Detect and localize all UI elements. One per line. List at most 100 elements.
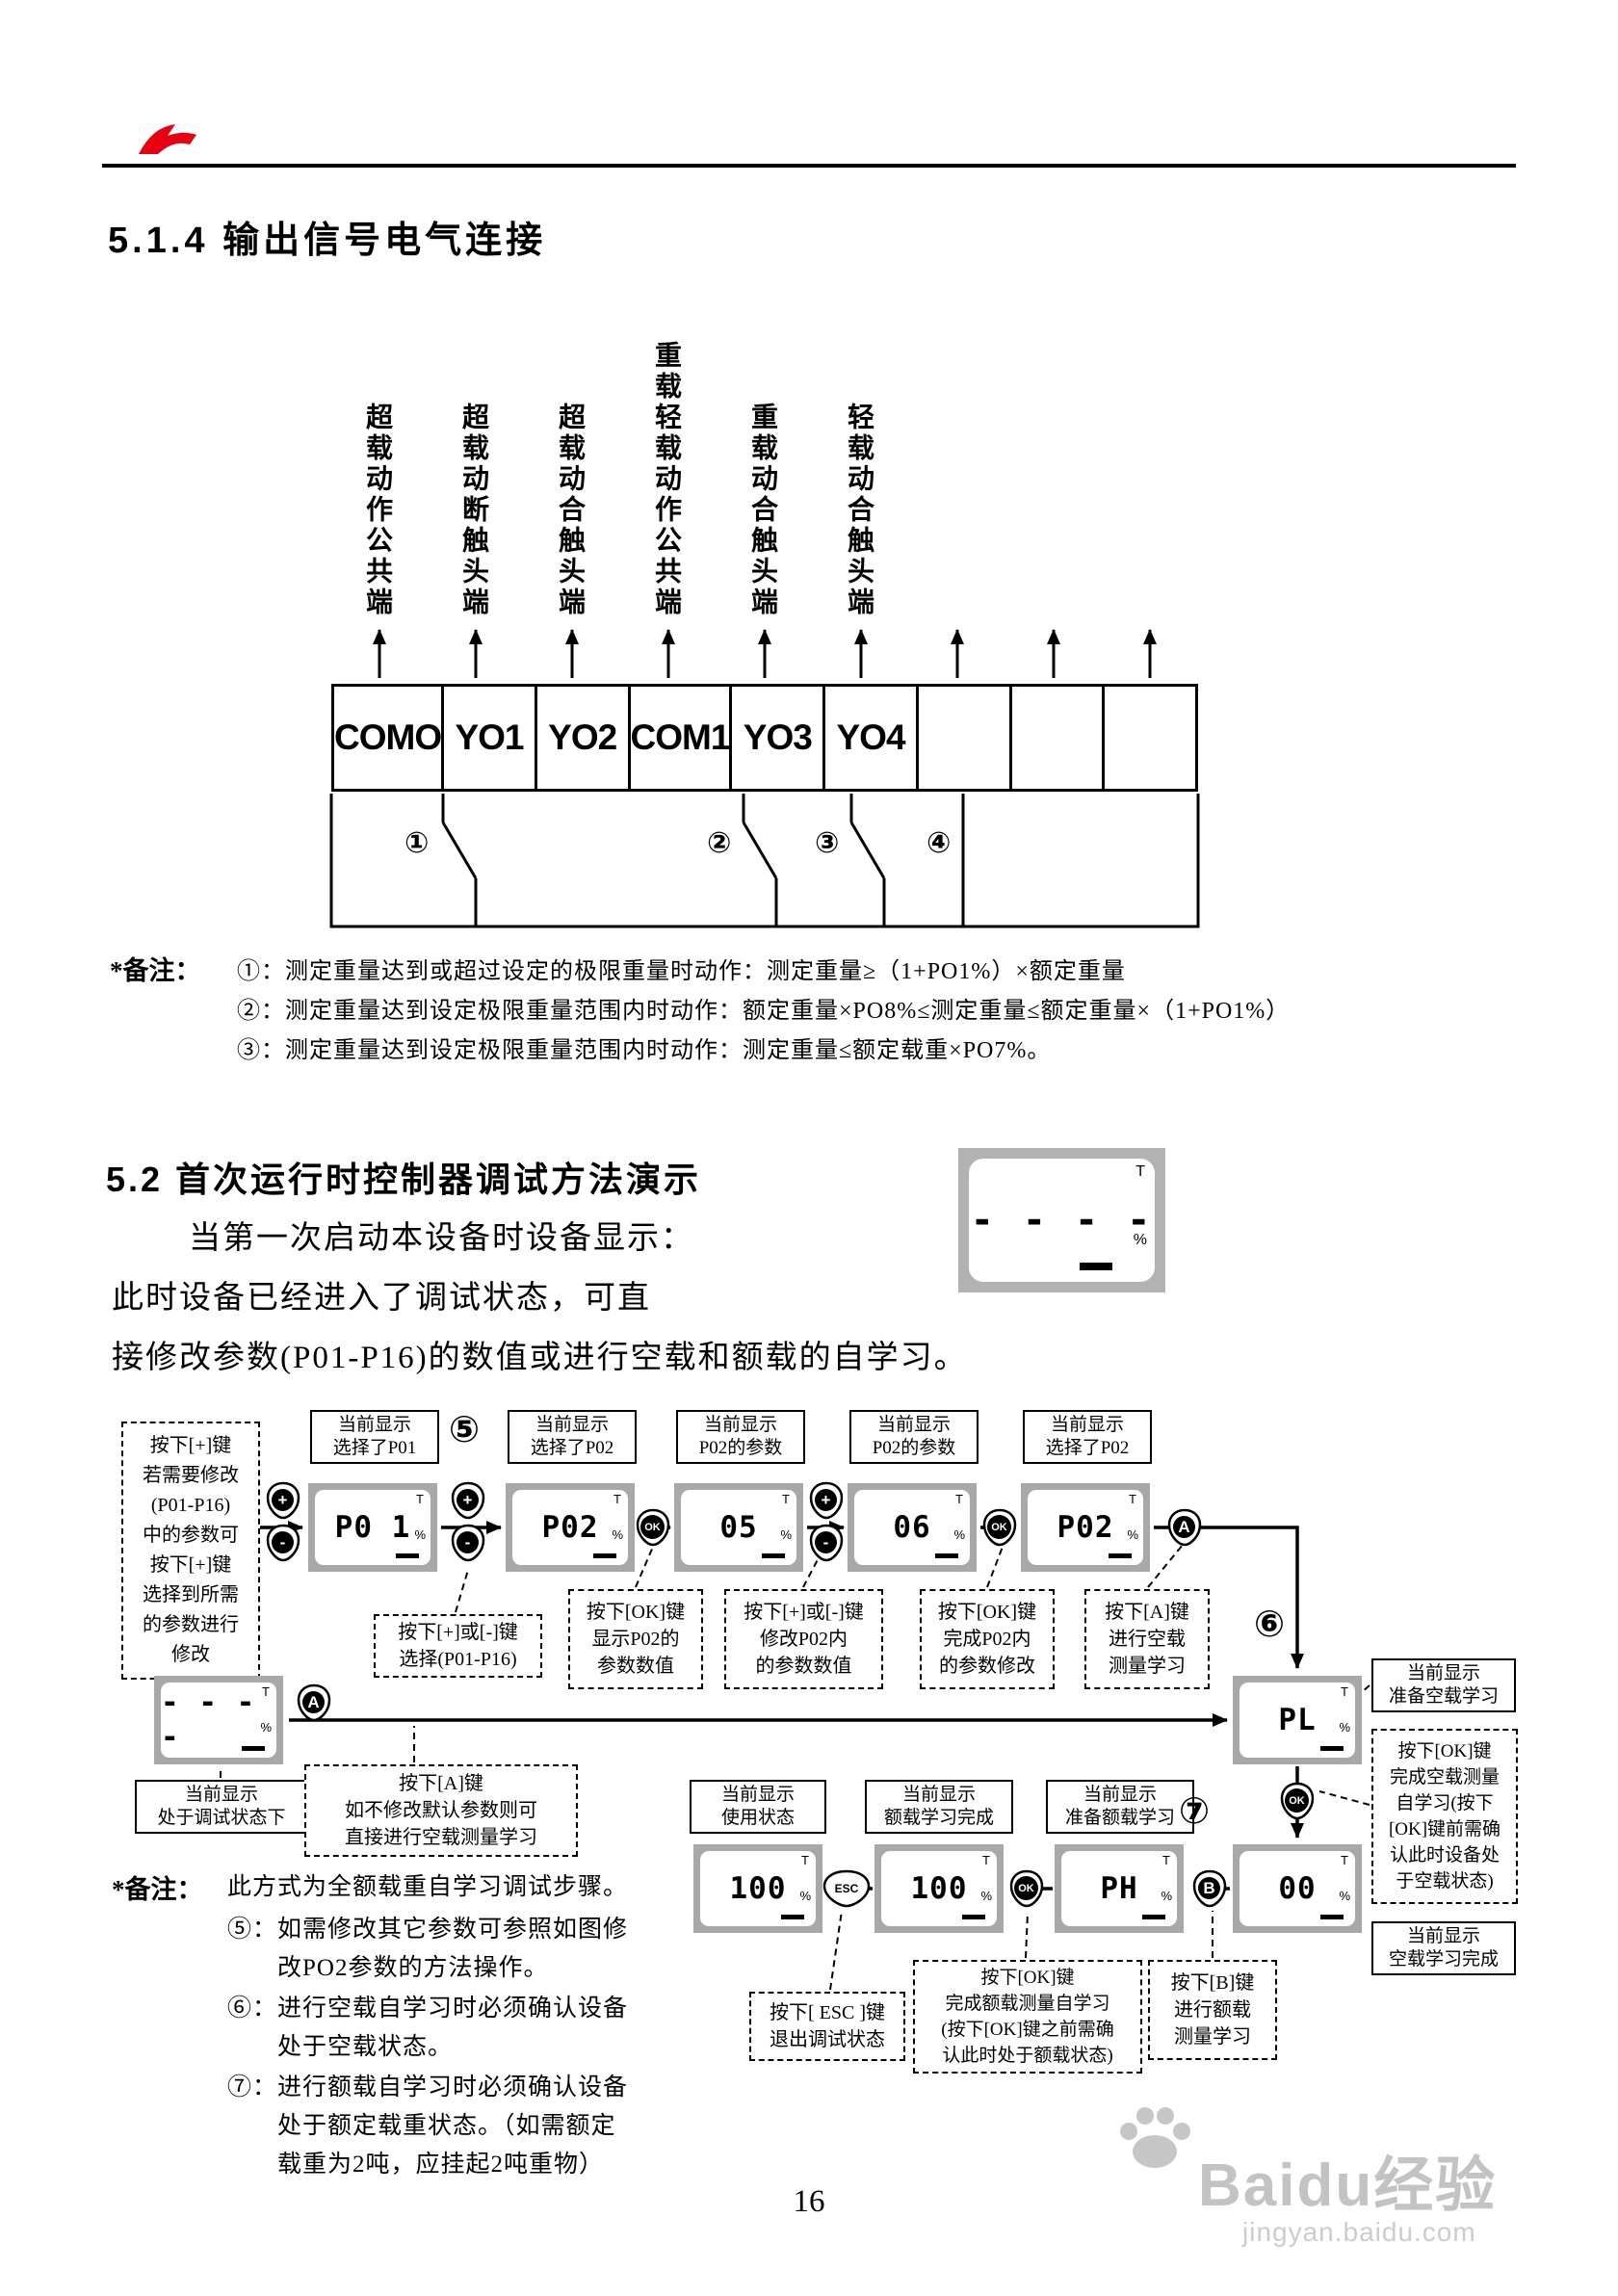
ok-button-icon: OK (1280, 1782, 1315, 1820)
terminal-cell: YO1 (444, 687, 537, 789)
display-t-marker: T (1135, 1163, 1145, 1180)
plus-button-icon: + (809, 1481, 844, 1520)
brand-logo (139, 124, 196, 154)
display-t-marker: T (613, 1492, 621, 1506)
switch-mark-4: ④ (926, 826, 952, 860)
display-t-marker: T (982, 1853, 990, 1867)
display-t-marker: T (955, 1492, 963, 1506)
section-52-para1: 当第一次启动本设备时设备显示： (189, 1221, 694, 1256)
lcd-display-debug: T - - - -% (154, 1676, 283, 1764)
step-exit-debug: 按下[ ESC ]键 退出调试状态 (749, 1992, 905, 2061)
step-finish-rated-learn: 按下[OK]键 完成额载测量自学习 (按下[OK]键之前需确 认此时处于额载状态… (913, 1960, 1142, 2074)
state-label-p01: 当前显示 选择了P01 (310, 1410, 439, 1464)
display-percent-marker: % (799, 1889, 811, 1903)
display-cursor (962, 1915, 985, 1919)
display-value: P02 (541, 1510, 599, 1545)
display-value: - - - - (161, 1685, 256, 1755)
display-value: PH (1100, 1871, 1138, 1906)
display-value: - - - - (970, 1198, 1154, 1242)
state-label-debug-mode: 当前显示 处于调试状态下 (135, 1780, 308, 1834)
display-cursor (1080, 1263, 1112, 1270)
a-button-icon: A (297, 1683, 331, 1722)
terminal-label-2: 超载动断触头端 (459, 403, 489, 618)
state-label-ready-empty-learn: 当前显示 准备空载学习 (1371, 1658, 1516, 1712)
terminal-label-4: 重载轻载动作公共端 (652, 341, 682, 618)
display-value: P0 1 (334, 1510, 411, 1545)
display-t-marker: T (416, 1492, 424, 1506)
display-t-marker: T (1129, 1492, 1136, 1506)
display-percent-marker: % (1133, 1232, 1147, 1248)
step-empty-load-learn: 按下[A]键 进行空载 测量学习 (1084, 1589, 1210, 1689)
ok-button-icon: OK (636, 1508, 670, 1547)
plus-button-icon: + (266, 1481, 300, 1520)
ok-button-icon: OK (982, 1508, 1017, 1547)
state-label-usage: 当前显示 使用状态 (690, 1780, 826, 1834)
display-t-marker: T (782, 1492, 790, 1506)
section-52-para2: 此时设备已经进入了调试状态，可直 (112, 1281, 651, 1316)
ok-button-icon: OK (1009, 1869, 1044, 1908)
terminal-label-3: 超载动合触头端 (556, 403, 586, 618)
display-t-marker: T (262, 1684, 270, 1699)
display-percent-marker: % (1127, 1527, 1138, 1542)
watermark-url: jingyan.baidu.com (1242, 2217, 1476, 2247)
terminal-cell: YO2 (537, 687, 631, 789)
display-cursor (935, 1553, 958, 1558)
display-cursor (762, 1553, 785, 1558)
notes2-line0: 此方式为全额载重自学习调试步骤。 (227, 1874, 629, 1900)
minus-button-icon: - (451, 1524, 485, 1562)
terminal-cell (919, 687, 1012, 789)
minus-button-icon: - (809, 1524, 844, 1562)
note-line-1: ①：测定重量达到或超过设定的极限重量时动作：测定重量≥（1+PO1%）×额定重量 (237, 959, 1126, 984)
lcd-display-p01: T P0 1% (308, 1483, 437, 1572)
step-select-p01-p16: 按下[+]或[-]键 选择(P01-P16) (374, 1614, 542, 1678)
terminal-label-5: 重载动合触头端 (748, 403, 778, 618)
display-value: P02 (1057, 1510, 1114, 1545)
notes1-label: *备注： (110, 956, 201, 985)
display-percent-marker: % (780, 1527, 792, 1542)
section-52-title: 5.2 首次运行时控制器调试方法演示 (106, 1160, 702, 1199)
step-show-p02-value: 按下[OK]键 显示P02的 参数数值 (568, 1589, 703, 1689)
display-value: PL (1278, 1703, 1317, 1737)
minus-button-icon: - (266, 1524, 300, 1562)
switch-mark-3: ③ (815, 826, 840, 860)
display-cursor (242, 1746, 265, 1751)
display-t-marker: T (1341, 1684, 1348, 1699)
a-button-icon: A (1167, 1508, 1202, 1547)
display-percent-marker: % (260, 1720, 272, 1735)
state-label-ready-rated-learn: 当前显示 准备额载学习 (1046, 1780, 1194, 1834)
display-value: 00 (1278, 1871, 1317, 1906)
plus-button-icon: + (451, 1481, 485, 1520)
terminal-label-6: 轻载动合触头端 (845, 403, 874, 618)
step-finish-empty-learn: 按下[OK]键 完成空载测量 自学习(按下 [OK]键前需确 认此时设备处 于空… (1371, 1729, 1518, 1904)
display-t-marker: T (1162, 1853, 1170, 1867)
baidu-paw-icon (1120, 2107, 1190, 2168)
lcd-display-p02-confirmed: T P02% (1021, 1483, 1150, 1572)
terminal-cell: YO4 (825, 687, 919, 789)
b-button-icon: B (1192, 1869, 1227, 1908)
state-label-p02-value: 当前显示 P02的参数 (676, 1410, 805, 1464)
display-value: 100 (729, 1871, 787, 1906)
circled-7: ⑦ (1179, 1789, 1211, 1832)
step-modify-p02: 按下[+]或[-]键 修改P02内 的参数数值 (724, 1589, 883, 1689)
display-cursor (396, 1553, 419, 1558)
display-cursor (1109, 1553, 1132, 1558)
circled-6: ⑥ (1254, 1603, 1286, 1645)
display-cursor (1320, 1746, 1344, 1751)
note-line-3: ③：测定重量达到设定极限重量范围内时动作：测定重量≤额定载重×PO7%。 (237, 1038, 1052, 1063)
section-514-title: 5.1.4 输出信号电气连接 (108, 221, 547, 261)
circled-5: ⑤ (449, 1408, 481, 1450)
switch-mark-1: ① (404, 826, 430, 860)
display-percent-marker: % (1161, 1889, 1172, 1903)
terminal-cell: YO3 (732, 687, 826, 789)
display-percent-marker: % (414, 1527, 426, 1542)
terminal-cell: COM1 (631, 687, 733, 789)
display-t-marker: T (1341, 1853, 1348, 1867)
display-percent-marker: % (980, 1889, 992, 1903)
